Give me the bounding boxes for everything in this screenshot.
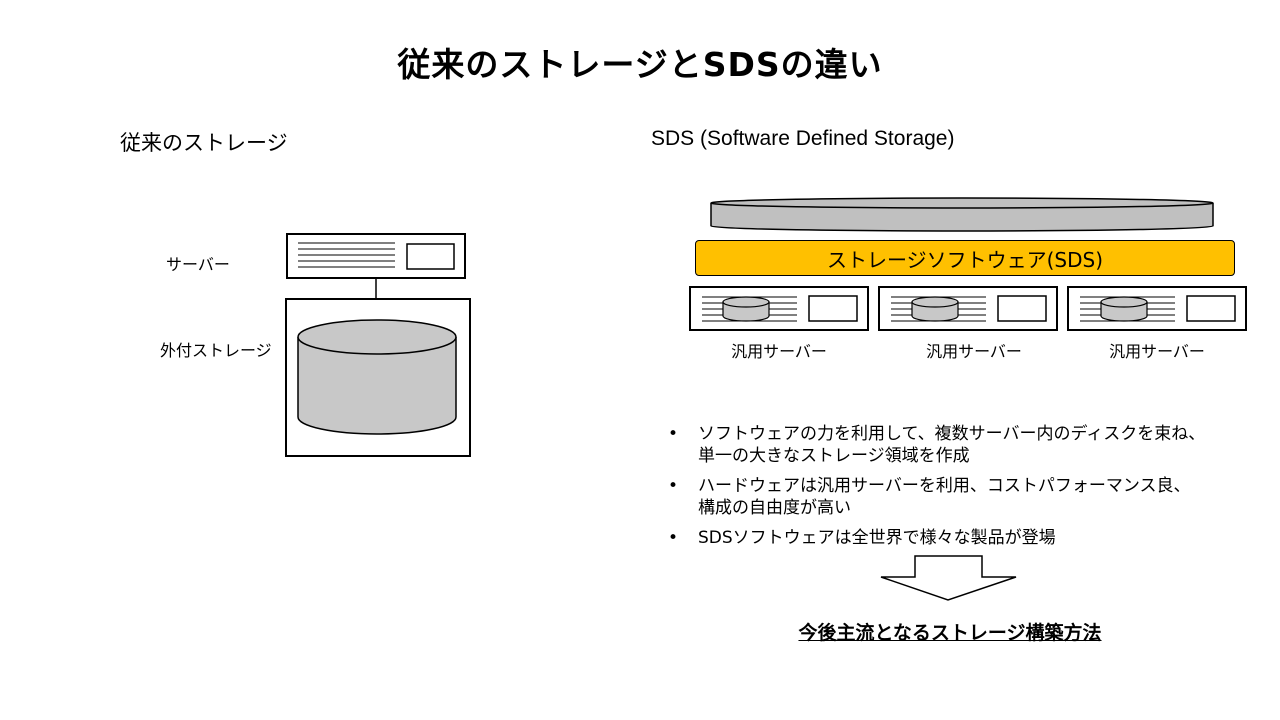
external-storage-label: 外付ストレージ [160,341,272,360]
bullet-item: • SDSソフトウェアは全世界で様々な製品が登場 [668,527,1268,549]
bullet-text-line: ソフトウェアの力を利用して、複数サーバー内のディスクを束ね、 [698,424,1206,444]
general-server-label-1: 汎用サーバー [731,342,827,361]
bullet-text-line: 単一の大きなストレージ領域を作成 [698,446,970,466]
general-server-label-2: 汎用サーバー [926,342,1022,361]
bullet-marker: • [668,476,679,496]
bullet-list: • ソフトウェアの力を利用して、複数サーバー内のディスクを束ね、 単一の大きなス… [668,423,1268,557]
bullet-marker: • [668,424,679,444]
server-label: サーバー [166,255,230,274]
sds-heading: SDS (Software Defined Storage) [651,127,955,150]
storage-pool-disk [710,197,1214,232]
bullet-item: • ハードウェアは汎用サーバーを利用、コストパフォーマンス良、 構成の自由度が高… [668,475,1268,519]
general-server-2 [878,286,1058,331]
bullet-text-line: SDSソフトウェアは全世界で様々な製品が登場 [698,528,1056,548]
bullet-text-line: ハードウェアは汎用サーバーを利用、コストパフォーマンス良、 [698,476,1191,496]
external-storage [285,298,471,457]
down-arrow-icon [880,555,1017,601]
page-title: 従来のストレージとSDSの違い [397,45,883,84]
conclusion-text: 今後主流となるストレージ構築方法 [798,622,1102,644]
bullet-item: • ソフトウェアの力を利用して、複数サーバー内のディスクを束ね、 単一の大きなス… [668,423,1268,467]
traditional-server [286,233,466,279]
sds-software-label: ストレージソフトウェア(SDS) [827,247,1103,272]
bullet-text-line: 構成の自由度が高い [698,498,851,518]
general-server-1 [689,286,869,331]
traditional-storage-heading: 従来のストレージ [120,131,288,155]
general-server-label-3: 汎用サーバー [1109,342,1205,361]
general-server-3 [1067,286,1247,331]
sds-software-bar: ストレージソフトウェア(SDS) [695,240,1235,276]
bullet-marker: • [668,528,679,548]
